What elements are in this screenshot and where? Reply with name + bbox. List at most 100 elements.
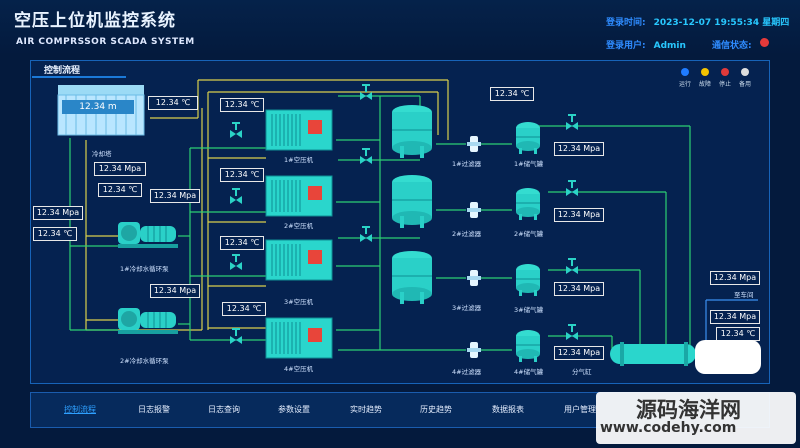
- watermark-line1: 源码海洋网: [636, 398, 741, 422]
- pump-2-icon: [117, 307, 179, 335]
- nav-control-flow[interactable]: 控制流程: [64, 405, 96, 414]
- legend-standby-icon: [741, 68, 749, 76]
- vessel-1-icon: [391, 104, 433, 159]
- filter-2-label: 2#过滤器: [452, 230, 482, 238]
- manifold-icon: [610, 342, 696, 366]
- valve-icon: [566, 324, 578, 340]
- pump-1-label: 1#冷却水循环泵: [120, 265, 169, 273]
- filter-1-label: 1#过滤器: [452, 160, 482, 168]
- valve-icon: [360, 226, 372, 242]
- manifold-label: 分气缸: [572, 368, 592, 376]
- legend-running-label: 运行: [678, 81, 691, 88]
- nav-alarm-log[interactable]: 日志报警: [138, 405, 170, 414]
- compressor-3-label: 3#空压机: [284, 298, 314, 306]
- pump-1-icon: [117, 221, 179, 249]
- watermark-line2: www.codehy.com: [600, 420, 737, 436]
- watermark: 源码海洋网 www.codehy.com: [596, 392, 796, 444]
- valve-icon: [360, 148, 372, 164]
- panel-tab-underline: [32, 76, 126, 78]
- workshop-label: 至车间: [734, 291, 754, 299]
- legend-stop: 停止: [716, 68, 734, 88]
- compressor-1-label: 1#空压机: [284, 156, 314, 164]
- valve-icon: [230, 122, 242, 138]
- tank-4-pressure-display: 12.34 Mpa: [554, 346, 604, 360]
- top-temp-display: 12.34 ℃: [490, 87, 534, 101]
- valve-icon: [566, 114, 578, 130]
- tank-2-pressure-display: 12.34 Mpa: [554, 208, 604, 222]
- tank-1-pressure-display: 12.34 Mpa: [554, 142, 604, 156]
- login-user-value: Admin: [653, 41, 686, 51]
- legend-running: 运行: [676, 68, 694, 88]
- filter-1-icon: [467, 136, 481, 152]
- comm-status-indicator: [760, 38, 769, 47]
- legend-fault: 故障: [696, 68, 714, 88]
- outer-temp-display: 12.34 ℃: [33, 227, 77, 241]
- login-time: 登录时间: 2023-12-07 19:55:34 星期四: [606, 15, 789, 28]
- compressor-4-label: 4#空压机: [284, 365, 314, 373]
- valve-icon: [566, 180, 578, 196]
- redaction-block: [695, 340, 761, 374]
- compressor-2-label: 2#空压机: [284, 222, 314, 230]
- legend-running-icon: [681, 68, 689, 76]
- compressor-3-temp-display: 12.34 ℃: [220, 236, 264, 250]
- login-user-label: 登录用户:: [606, 41, 646, 51]
- login-time-value: 2023-12-07 19:55:34 星期四: [653, 18, 790, 28]
- valve-icon: [230, 254, 242, 270]
- air-pipes: [69, 95, 691, 352]
- tank-3-icon: [515, 263, 541, 297]
- compressor-3-icon: [265, 239, 333, 281]
- comm-status-label: 通信状态:: [712, 41, 752, 51]
- pump-2-pressure-display: 12.34 Mpa: [150, 284, 200, 298]
- legend-fault-icon: [701, 68, 709, 76]
- nav-user-management[interactable]: 用户管理: [564, 405, 596, 414]
- pump-2-label: 2#冷却水循环泵: [120, 357, 169, 365]
- compressor-2-icon: [265, 175, 333, 217]
- valve-icon: [230, 328, 242, 344]
- tank-2-label: 2#储气罐: [514, 230, 544, 238]
- valve-icon: [566, 258, 578, 274]
- cooling-tower-label: 冷却塔: [92, 150, 112, 158]
- valve-icon: [230, 188, 242, 204]
- tank-3-label: 3#储气罐: [514, 306, 544, 314]
- nav-realtime-trend[interactable]: 实时趋势: [350, 405, 382, 414]
- legend-standby-label: 备用: [738, 81, 751, 88]
- outer-pressure-display: 12.34 Mpa: [33, 206, 83, 220]
- legend-stop-icon: [721, 68, 729, 76]
- workshop-pressure-display: 12.34 Mpa: [710, 271, 760, 285]
- compressor-4-icon: [265, 317, 333, 359]
- nav-log-query[interactable]: 日志查询: [208, 405, 240, 414]
- left-temp-display: 12.34 ℃: [98, 183, 142, 197]
- app-title: 空压上位机监控系统: [14, 11, 176, 31]
- panel-title: 控制流程: [44, 66, 81, 76]
- left-pressure-display: 12.34 Mpa: [94, 162, 146, 176]
- cooling-water-pipes: [85, 79, 449, 331]
- nav-parameter-settings[interactable]: 参数设置: [278, 405, 310, 414]
- vessel-3-icon: [391, 250, 433, 305]
- login-user: 登录用户: Admin: [606, 38, 686, 51]
- manifold-pressure-display: 12.34 Mpa: [710, 310, 760, 324]
- legend-stop-label: 停止: [718, 81, 731, 88]
- filter-2-icon: [467, 202, 481, 218]
- tank-2-icon: [515, 187, 541, 221]
- manifold-temp-display: 12.34 ℃: [716, 327, 760, 341]
- pump-1-pressure-display: 12.34 Mpa: [150, 189, 200, 203]
- filter-4-icon: [467, 342, 481, 358]
- compressor-1-icon: [265, 109, 333, 151]
- filter-4-label: 4#过滤器: [452, 368, 482, 376]
- tower-temp-display: 12.34 ℃: [148, 96, 198, 110]
- tank-4-icon: [515, 329, 541, 363]
- tank-1-label: 1#储气罐: [514, 160, 544, 168]
- legend-standby: 备用: [736, 68, 754, 88]
- header-bar: [0, 0, 800, 55]
- login-time-label: 登录时间:: [606, 18, 646, 28]
- tank-4-label: 4#储气罐: [514, 368, 544, 376]
- tank-1-icon: [515, 121, 541, 155]
- vessel-2-icon: [391, 174, 433, 229]
- app-subtitle: AIR COMPRSSOR SCADA SYSTEM: [16, 37, 195, 47]
- filter-3-icon: [467, 270, 481, 286]
- nav-history-trend[interactable]: 历史趋势: [420, 405, 452, 414]
- compressor-1-temp-display: 12.34 ℃: [220, 98, 264, 112]
- nav-data-report[interactable]: 数据报表: [492, 405, 524, 414]
- compressor-2-temp-display: 12.34 ℃: [220, 168, 264, 182]
